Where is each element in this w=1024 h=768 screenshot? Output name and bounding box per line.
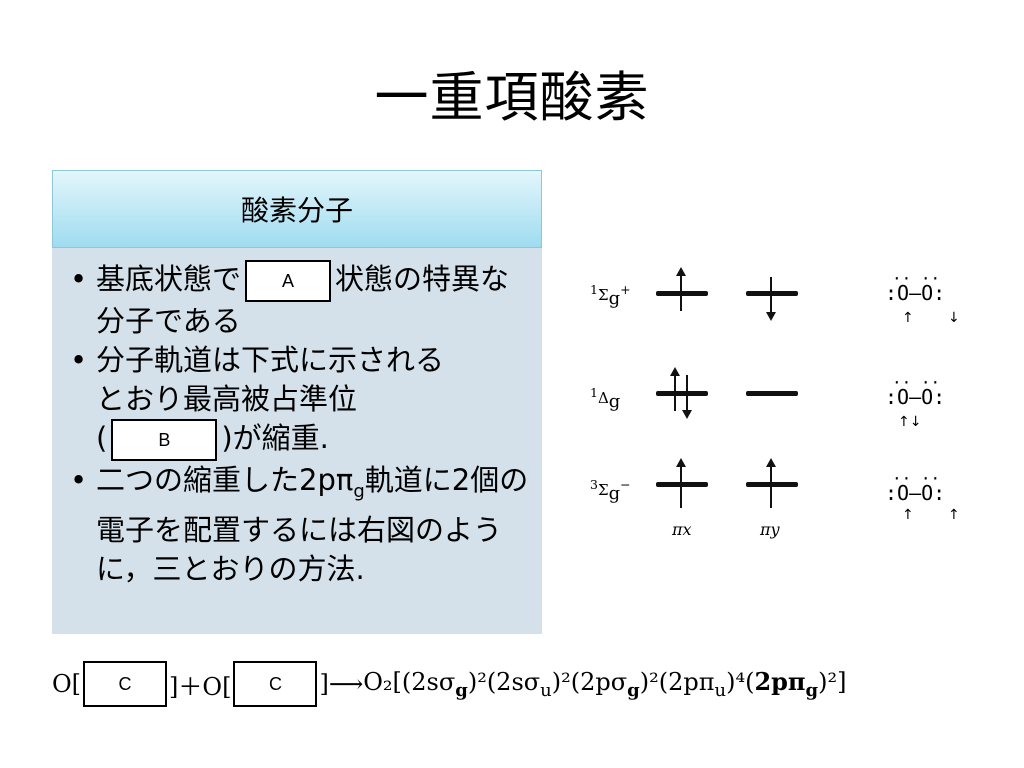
eq-bold-2ppi: 2pπ	[754, 667, 806, 697]
eq-sub-u1: u	[540, 679, 552, 701]
orbital-name-x: πx	[672, 520, 692, 539]
eq-o-left: O[	[52, 670, 82, 698]
spin-mark-3b: ↑	[948, 507, 960, 523]
state-label-1: 1Σg+	[590, 282, 631, 309]
state-3-sym: Σ	[597, 481, 609, 499]
lewis-dots-1: ·· ··	[892, 269, 941, 288]
bullet-2-line2: とおり最高被占準位	[96, 382, 358, 416]
orbital-pi-x-row1	[656, 291, 708, 296]
eq-p4: )²(2pπ	[639, 668, 715, 697]
state-1-charge: +	[620, 282, 631, 297]
eq-p6: )²]	[818, 668, 847, 697]
lewis-structure-1: :O—O:	[885, 281, 946, 305]
eq-sub-u2: u	[714, 679, 727, 701]
bullet-3-sub: g	[353, 480, 365, 502]
panel-header: 酸素分子	[52, 170, 542, 248]
state-2-sym: Δ	[597, 389, 609, 407]
answer-box-a[interactable]: A	[245, 260, 332, 302]
lewis-structure-3: :O—O:	[885, 481, 946, 505]
bullet-1-after: 状態の特異な分子である	[96, 262, 510, 338]
orbital-name-y: πy	[760, 520, 780, 539]
orbital-pi-y-row2	[746, 391, 798, 396]
bullet-3-post: 軌道に2個の電子を配置するには右図のように，三とおりの方法.	[96, 463, 529, 586]
orbital-diagram: 1Σg+ 1Δg 3Σg− πx πy ·· ·· :O—O: ↑ ↓ ·· ·…	[580, 255, 1000, 555]
answer-box-c-left[interactable]: C	[83, 661, 168, 707]
orbital-pi-x-row3	[656, 482, 708, 487]
lewis-dots-2: ·· ··	[892, 373, 941, 392]
eq-product: O₂[(2sσg)²(2sσu)²(2pσg)²(2pπu)⁴(2pπg)²]	[363, 667, 846, 701]
bullet-1-before: 基底状態で	[96, 262, 242, 296]
lewis-structure-2: :O—O:	[885, 385, 946, 409]
bullet-3-pre: 二つの縮重した2pπ	[96, 463, 354, 497]
eq-sub-g2: g	[627, 679, 640, 701]
answer-box-b[interactable]: B	[111, 419, 218, 461]
bullet-2-line1: 分子軌道は下式に示される	[96, 343, 445, 377]
slide-title: 一重項酸素	[374, 66, 650, 129]
eq-plus-o: ]＋O[	[169, 672, 232, 701]
state-3-sup: 3	[590, 477, 598, 492]
state-2-sub: g	[608, 391, 621, 412]
bullet-2-close: )が縮重.	[221, 421, 329, 455]
state-label-2: 1Δg	[590, 385, 620, 412]
orbital-pi-x-row2	[656, 391, 708, 396]
state-label-3: 3Σg−	[590, 477, 631, 504]
eq-p3: )²(2pσ	[551, 668, 628, 697]
orbital-pi-y-row3	[746, 482, 798, 487]
bullet-2-open-paren: (	[96, 421, 108, 455]
state-1-sym: Σ	[597, 286, 609, 304]
eq-sub-g3: g	[805, 679, 819, 701]
state-3-charge: −	[620, 477, 631, 492]
spin-mark-3a: ↑	[902, 507, 914, 523]
bullet-3: 二つの縮重した2pπg軌道に2個の電子を配置するには右図のように，三とおりの方法…	[70, 461, 536, 589]
orbital-pi-y-row1	[746, 291, 798, 296]
state-1-sup: 1	[590, 282, 598, 297]
state-1-sub: g	[608, 288, 621, 309]
eq-p5: )⁴(	[726, 668, 755, 697]
eq-p2: )²(2sσ	[467, 668, 541, 697]
state-3-sub: g	[608, 483, 621, 504]
lewis-dots-3: ·· ··	[892, 469, 941, 488]
eq-arrow: ]⟶	[319, 670, 364, 698]
spin-mark-2a: ↑↓	[898, 414, 922, 430]
answer-box-c-right[interactable]: C	[233, 661, 318, 707]
orbital-equation: O[ C ]＋O[ C ]⟶ O₂[(2sσg)²(2sσu)²(2pσg)²(…	[52, 660, 992, 708]
eq-p1: O₂[(2sσ	[363, 668, 456, 697]
state-2-sup: 1	[590, 385, 598, 400]
eq-sub-g1: g	[455, 679, 468, 701]
spin-mark-1b: ↓	[948, 310, 960, 326]
spin-mark-1a: ↑	[902, 310, 914, 326]
